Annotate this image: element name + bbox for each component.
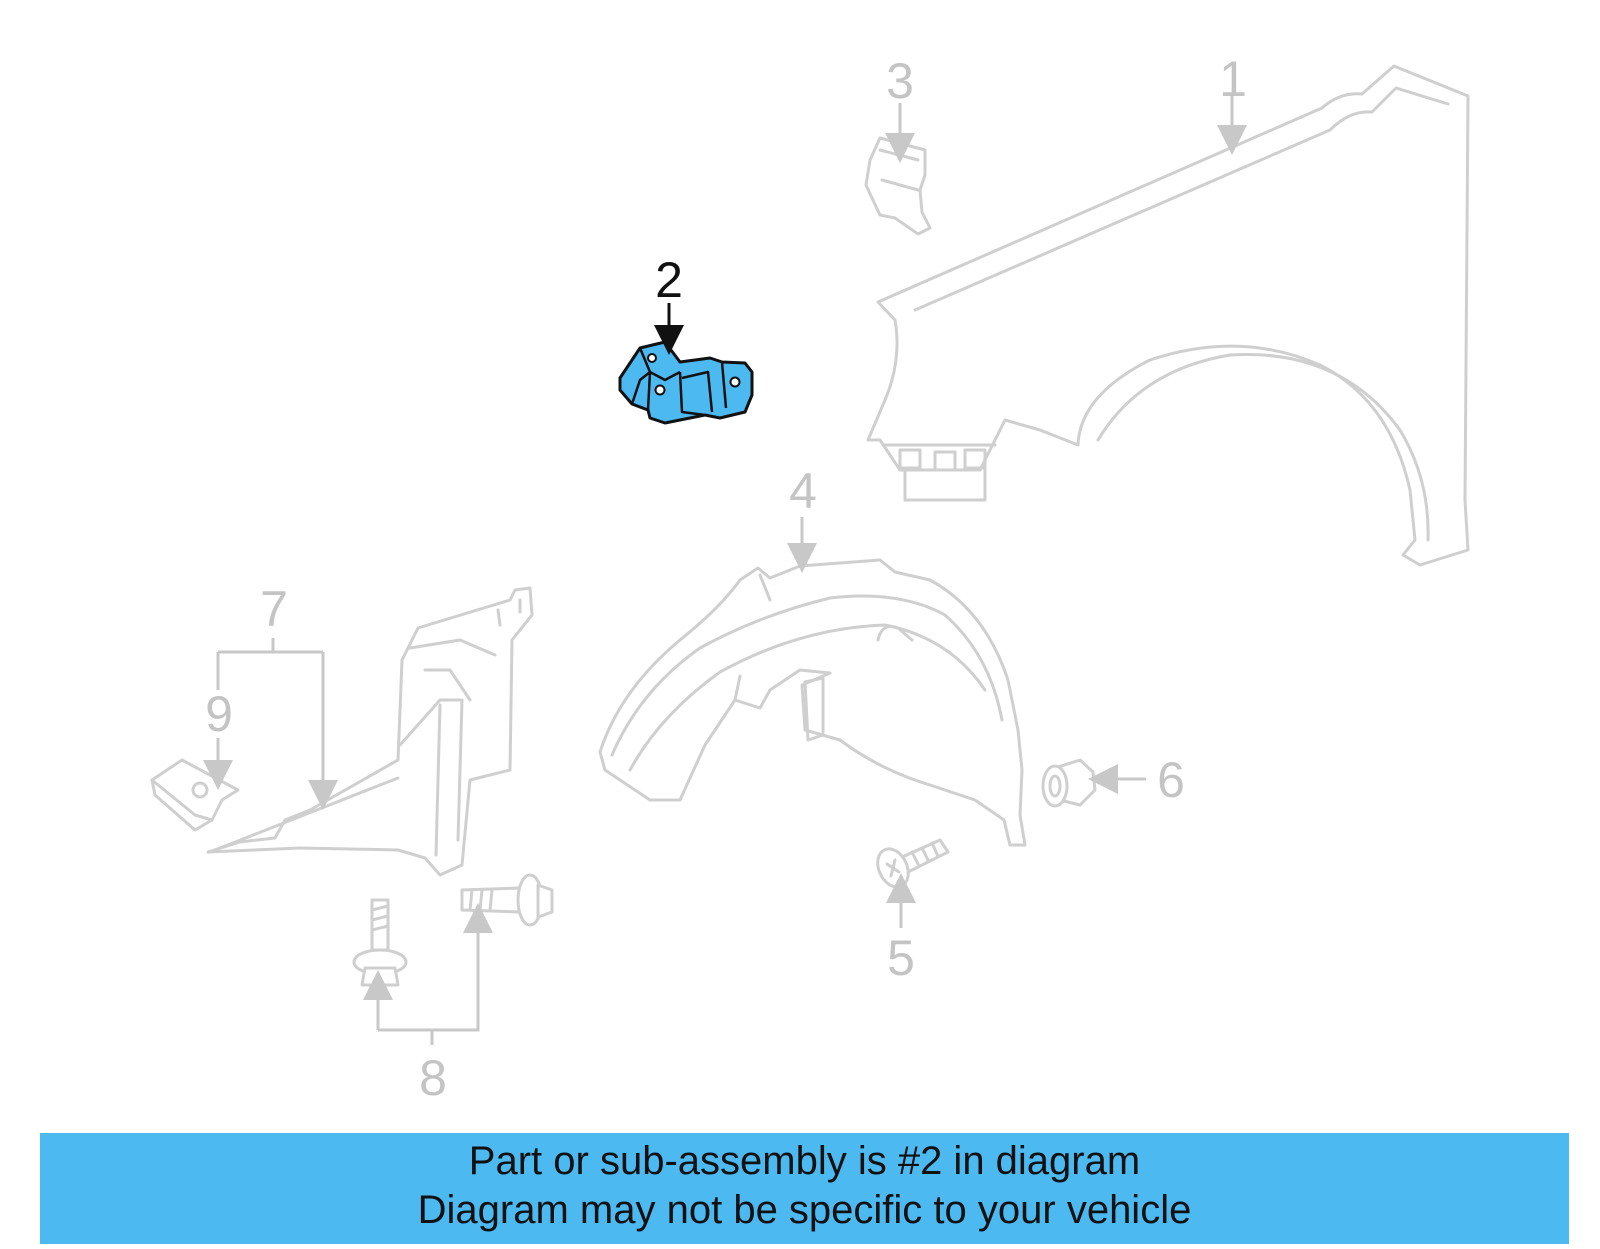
wheel-liner-part[interactable] bbox=[598, 558, 1027, 847]
callout-7: 7 bbox=[260, 581, 288, 637]
callout-9: 9 bbox=[205, 686, 233, 742]
clip-part-6[interactable] bbox=[1041, 758, 1097, 808]
bolt-part-8b[interactable] bbox=[460, 873, 554, 927]
banner-line-2: Diagram may not be specific to your vehi… bbox=[417, 1188, 1192, 1232]
screw-part[interactable] bbox=[872, 838, 950, 892]
callout-1: 1 bbox=[1219, 51, 1247, 107]
callout-3: 3 bbox=[886, 53, 914, 109]
clip-nut-part[interactable] bbox=[150, 758, 240, 832]
splash-shield-part[interactable] bbox=[206, 586, 534, 877]
bracket-part-2[interactable] bbox=[618, 340, 754, 425]
parts-diagram: 1 2 3 4 5 6 7 8 9 bbox=[150, 51, 1470, 1106]
callout-2: 2 bbox=[655, 252, 683, 308]
info-banner: Part or sub-assembly is #2 in diagram Di… bbox=[40, 1133, 1569, 1244]
leader-lines bbox=[203, 96, 1247, 1045]
callout-5: 5 bbox=[887, 930, 915, 986]
callout-8: 8 bbox=[419, 1050, 447, 1106]
fender-part[interactable] bbox=[866, 64, 1470, 567]
bracket-part-3[interactable] bbox=[864, 136, 932, 236]
callout-6: 6 bbox=[1157, 752, 1185, 808]
banner-line-1: Part or sub-assembly is #2 in diagram bbox=[468, 1139, 1141, 1183]
bolt-part-8a[interactable] bbox=[352, 898, 408, 987]
callout-4: 4 bbox=[789, 463, 817, 519]
